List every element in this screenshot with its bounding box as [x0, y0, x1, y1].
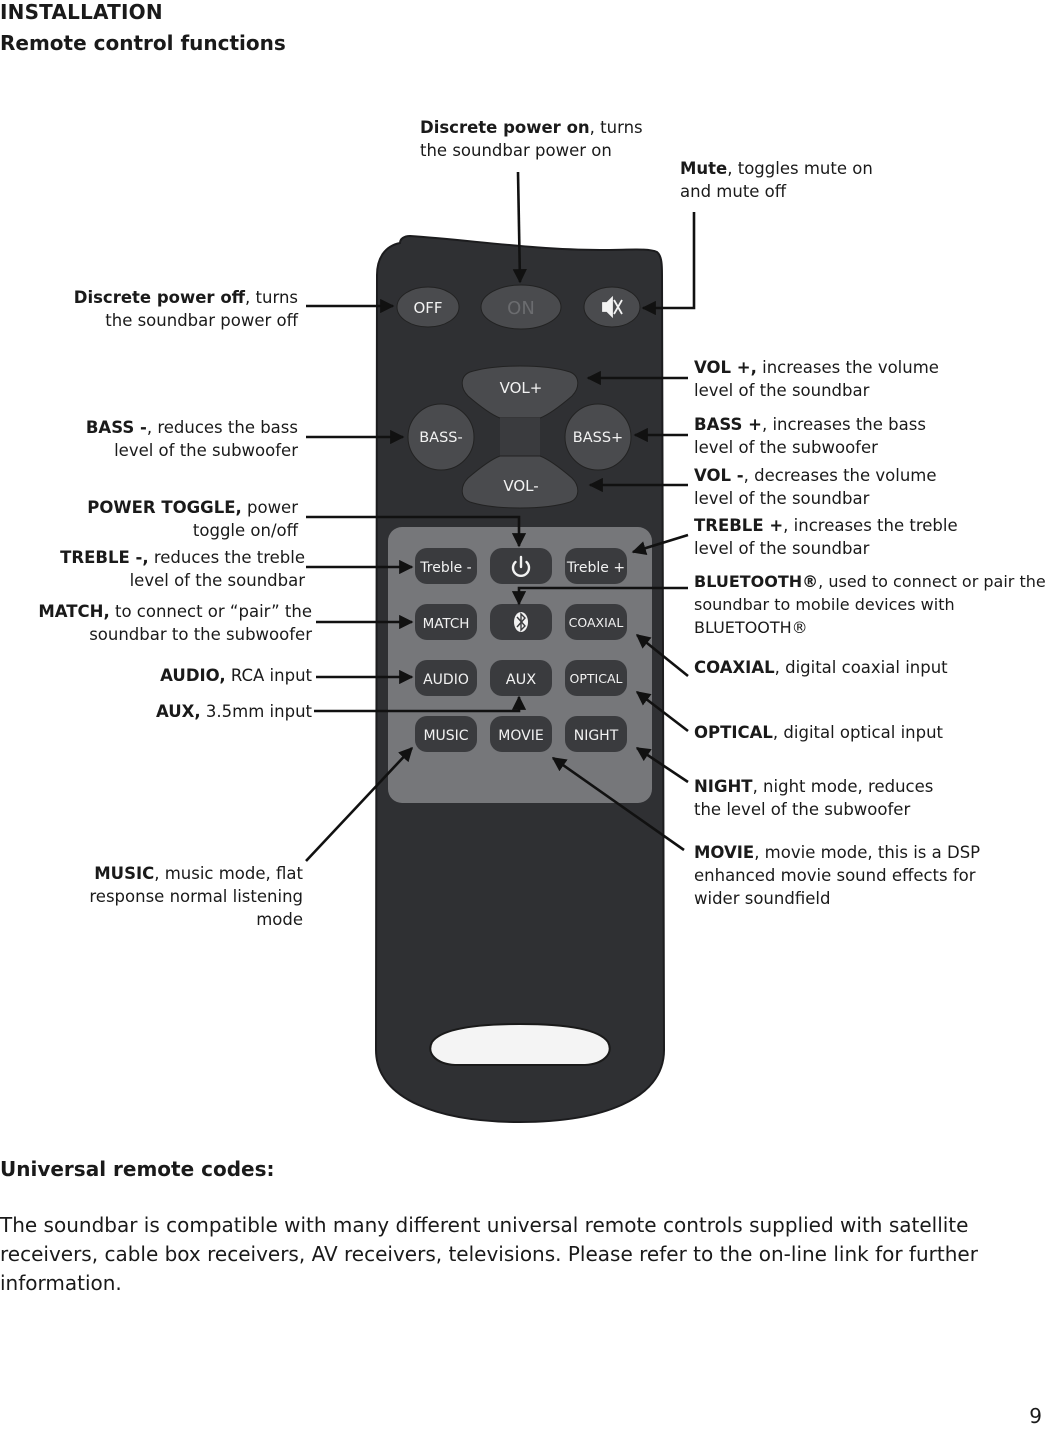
match-button[interactable] [415, 604, 477, 640]
treble-plus-label: Treble + [566, 560, 625, 576]
arrow-treble-plus [631, 533, 689, 556]
audio-button[interactable] [415, 660, 477, 696]
callout-aux: AUX, 3.5mm input [156, 702, 312, 721]
coaxial-label: COAXIAL [569, 615, 624, 630]
arrow-coaxial [635, 633, 689, 678]
optical-label: OPTICAL [570, 671, 623, 686]
page-number: 9 [1029, 1404, 1042, 1428]
arrow-music [305, 746, 413, 862]
on-button-label: ON [507, 298, 535, 319]
aux-button[interactable] [490, 660, 552, 696]
mute-icon [602, 295, 623, 319]
bluetooth-icon [514, 612, 528, 632]
arrow-optical [635, 690, 689, 733]
bass-minus-label: BASS- [419, 430, 463, 446]
audio-label: AUDIO [423, 672, 469, 688]
movie-button[interactable] [490, 716, 552, 752]
night-button[interactable] [565, 716, 627, 752]
page-subtitle: Remote control functions [0, 31, 286, 55]
vol-minus-label: VOL- [503, 477, 538, 495]
coaxial-button[interactable] [565, 604, 627, 640]
arrow-bluetooth [511, 586, 688, 606]
on-button[interactable] [480, 284, 562, 330]
universal-codes-body: The soundbar is compatible with many dif… [0, 1213, 978, 1295]
power-icon [511, 555, 531, 577]
match-label: MATCH [423, 616, 470, 632]
movie-label: MOVIE [498, 728, 543, 744]
treble-plus-button[interactable] [565, 548, 627, 584]
lanyard-hole [429, 1022, 611, 1066]
bass-plus-label: BASS+ [573, 430, 623, 446]
vol-plus-button[interactable] [461, 365, 579, 419]
arrow-mute [641, 212, 696, 316]
arrow-night [635, 746, 689, 784]
arrow-aux [314, 695, 527, 713]
optical-button[interactable] [565, 660, 627, 696]
night-label: NIGHT [574, 728, 619, 744]
callout-optical: OPTICAL, digital optical input [694, 723, 944, 742]
bass-plus-button[interactable] [564, 403, 632, 471]
arrow-power-on [512, 171, 527, 284]
bass-minus-button[interactable] [407, 403, 475, 471]
vol-minus-button[interactable] [461, 455, 579, 509]
section-title: INSTALLATION [0, 0, 163, 24]
music-button[interactable] [415, 716, 477, 752]
callout-coaxial: COAXIAL, digital coaxial input [694, 658, 948, 677]
music-label: MUSIC [423, 728, 468, 744]
universal-codes-heading: Universal remote codes: [0, 1157, 275, 1181]
aux-label: AUX [506, 672, 537, 688]
treble-minus-button[interactable] [415, 548, 477, 584]
vol-rocker-middle [500, 418, 540, 456]
off-button-label: OFF [413, 299, 442, 317]
off-button[interactable] [396, 286, 460, 328]
callout-audio: AUDIO, RCA input [160, 666, 312, 685]
treble-minus-label: Treble - [419, 560, 471, 576]
arrow-power-toggle [306, 515, 527, 548]
vol-plus-label: VOL+ [500, 379, 543, 397]
arrow-movie [551, 756, 685, 852]
